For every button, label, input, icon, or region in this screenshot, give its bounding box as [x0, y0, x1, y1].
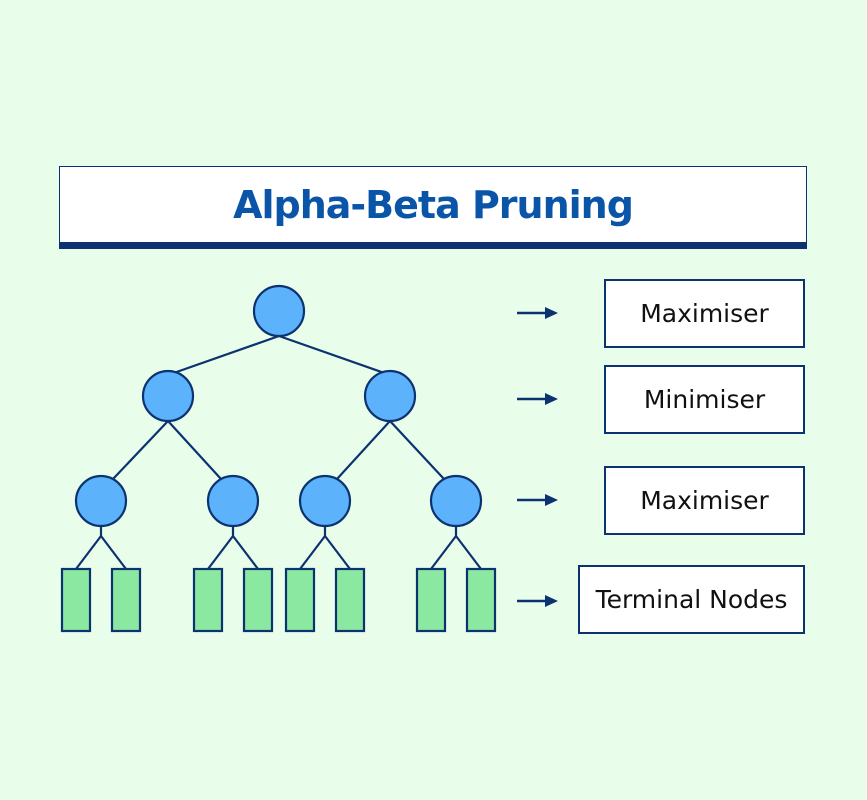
legend-label: Minimiser	[643, 385, 766, 414]
arrow-right-icon	[517, 307, 558, 319]
legend-label: Maximiser	[640, 486, 769, 515]
tree-edge	[389, 420, 445, 480]
legend-label: Maximiser	[640, 299, 769, 328]
legend-maximiser-root: Maximiser	[604, 279, 805, 348]
tree-edge	[299, 535, 326, 570]
tree-edge	[430, 535, 457, 570]
tree-edge	[100, 535, 127, 570]
terminal-node	[192, 567, 224, 633]
tree-edge	[75, 535, 102, 570]
tree-edge	[278, 334, 391, 377]
maximiser-node	[298, 474, 352, 528]
maximiser-node	[429, 474, 483, 528]
terminal-node	[334, 567, 366, 633]
diagram-title: Alpha-Beta Pruning	[233, 182, 634, 227]
legend-label: Terminal Nodes	[595, 585, 788, 614]
terminal-node	[110, 567, 142, 633]
terminal-node	[284, 567, 316, 633]
arrow-right-icon	[517, 595, 558, 607]
tree-edge	[324, 535, 351, 570]
terminal-node	[415, 567, 447, 633]
tree-edge	[207, 535, 234, 570]
arrow-right-icon	[517, 494, 558, 506]
tree-edges	[75, 334, 482, 570]
arrow-right-icon	[517, 393, 558, 405]
tree-edge	[167, 420, 222, 480]
legend-terminal-nodes: Terminal Nodes	[578, 565, 805, 634]
tree-edge	[336, 420, 391, 480]
maximiser-node	[206, 474, 260, 528]
title-banner: Alpha-Beta Pruning	[59, 166, 807, 249]
tree-edge	[112, 420, 169, 480]
minimiser-node	[363, 369, 417, 423]
tree-edge	[455, 535, 482, 570]
minimiser-node	[141, 369, 195, 423]
terminal-node	[465, 567, 497, 633]
tree-nodes	[60, 284, 497, 633]
legend-maximiser-level2: Maximiser	[604, 466, 805, 535]
maximiser-node	[74, 474, 128, 528]
legend-minimiser: Minimiser	[604, 365, 805, 434]
tree-edge	[167, 334, 280, 377]
tree-edge	[232, 535, 259, 570]
terminal-node	[242, 567, 274, 633]
terminal-node	[60, 567, 92, 633]
root-node-maximiser	[252, 284, 306, 338]
